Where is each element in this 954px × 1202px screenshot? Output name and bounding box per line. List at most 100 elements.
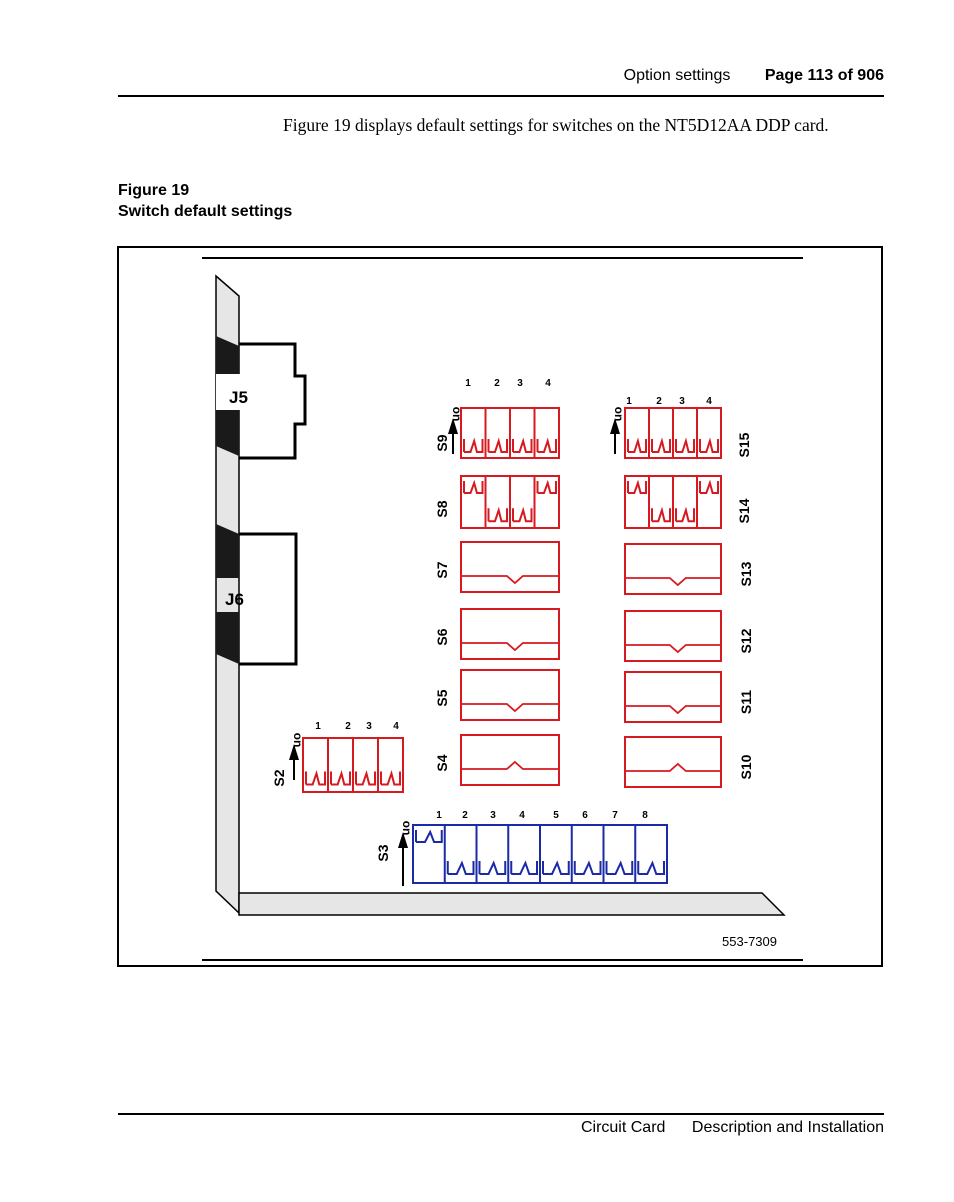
s5-switch-body (460, 669, 560, 721)
s2-switch-toggle-3 (355, 770, 376, 786)
s4-switch-body (460, 734, 560, 786)
s11-switch-slider (625, 705, 721, 715)
figure-title: Switch default settings (118, 203, 293, 220)
j5-connector-outline (239, 342, 307, 460)
s11-switch-body (624, 671, 722, 723)
s6-switch-slider (461, 642, 559, 652)
section-title: Option settings (623, 67, 731, 84)
s3-position-6: 6 (582, 810, 588, 821)
s14-switch-toggle-1 (627, 479, 647, 494)
page-footer: Circuit Card Description and Installatio… (581, 1119, 884, 1137)
page-header: Option settings Page 113 of 906 (624, 67, 884, 85)
s7-switch-slider (461, 575, 559, 585)
s9-switch-toggle-1 (463, 437, 484, 453)
s14-switch-toggle-4 (699, 479, 719, 494)
s5-label: S5 (434, 689, 450, 706)
s3-switch-toggle-3 (478, 860, 507, 875)
s15-label: S15 (736, 432, 752, 457)
s4-switch-slider (461, 760, 559, 770)
s13-switch-slider (625, 577, 721, 587)
s15-position-4: 4 (706, 396, 712, 407)
j6-pin-block-bottom (216, 612, 239, 664)
j5-label: J5 (229, 388, 248, 407)
j5-label-bg (216, 374, 242, 410)
s2-switch-toggle-4 (380, 770, 401, 786)
s10-switch-body (624, 736, 722, 788)
s9-switch-toggle-3 (512, 437, 533, 453)
s2-position-3: 3 (366, 721, 372, 732)
s15-on-arrow-head (610, 418, 620, 434)
s3-label: S3 (375, 844, 391, 861)
s15-switch-toggle-2 (651, 437, 671, 453)
s9-position-3: 3 (517, 378, 523, 389)
s3-switch-toggle-7 (605, 860, 634, 875)
s9-position-2: 2 (494, 378, 500, 389)
s3-switch-toggle-5 (542, 860, 570, 875)
s15-on-label: on (612, 407, 626, 422)
s3-position-7: 7 (612, 810, 618, 821)
footer-rule (118, 1113, 884, 1115)
board-bottom-edge (238, 892, 786, 916)
s10-switch-slider (625, 762, 721, 772)
s12-switch-body (624, 610, 722, 662)
s3-on-label: on (400, 821, 414, 836)
s5-switch-slider (461, 703, 559, 713)
s9-on-arrow-head (448, 418, 458, 434)
s8-label: S8 (434, 500, 450, 517)
footer-right: Description and Installation (691, 1119, 884, 1136)
s2-switch-toggle-1 (305, 770, 326, 786)
s3-position-4: 4 (519, 810, 525, 821)
s11-label: S11 (738, 690, 754, 714)
s2-on-arrow-head (289, 744, 299, 760)
s14-label: S14 (736, 498, 752, 523)
s7-switch-body (460, 541, 560, 593)
s4-label: S4 (434, 754, 450, 771)
s15-switch-toggle-1 (627, 437, 647, 453)
s15-position-1: 1 (626, 396, 632, 407)
s9-switch-toggle-4 (536, 437, 557, 453)
drawing-id: 553-7309 (722, 934, 777, 949)
s3-switch-toggle-8 (637, 860, 665, 875)
intro-paragraph: Figure 19 displays default settings for … (283, 115, 829, 135)
figure-caption: Figure 19 Switch default settings (118, 180, 292, 222)
s9-position-1: 1 (465, 378, 471, 389)
s2-position-2: 2 (345, 721, 351, 732)
s14-switch-toggle-3 (675, 506, 695, 523)
s2-position-1: 1 (315, 721, 321, 732)
s12-switch-slider (625, 644, 721, 654)
s3-switch-toggle-2 (446, 860, 475, 875)
s13-switch-body (624, 543, 722, 595)
s3-position-2: 2 (462, 810, 468, 821)
s3-switch-toggle-4 (510, 860, 538, 875)
s2-on-label: on (291, 733, 305, 748)
s10-label: S10 (738, 754, 754, 779)
s9-position-4: 4 (545, 378, 551, 389)
j6-pin-block-top (216, 524, 239, 578)
s15-switch-toggle-4 (699, 437, 719, 453)
figure-number: Figure 19 (118, 182, 190, 199)
header-rule (118, 95, 884, 97)
s8-switch-toggle-4 (536, 479, 557, 494)
s3-position-3: 3 (490, 810, 496, 821)
j6-connector-outline (239, 532, 298, 666)
s2-label: S2 (271, 769, 287, 786)
s9-switch-toggle-2 (487, 437, 508, 453)
s2-position-4: 4 (393, 721, 399, 732)
s13-label: S13 (738, 561, 754, 586)
s3-switch-toggle-6 (573, 860, 602, 875)
s8-switch-toggle-1 (463, 479, 484, 494)
s3-position-1: 1 (436, 810, 442, 821)
s6-switch-body (460, 608, 560, 660)
page-number: Page 113 of 906 (764, 67, 884, 84)
s3-position-5: 5 (553, 810, 559, 821)
s2-switch-toggle-2 (330, 770, 351, 786)
footer-left: Circuit Card (580, 1119, 666, 1136)
s3-on-arrow-head (398, 832, 408, 848)
s8-switch-toggle-3 (512, 506, 533, 523)
s14-switch-toggle-2 (651, 506, 671, 523)
s15-position-2: 2 (656, 396, 662, 407)
s8-switch-toggle-2 (487, 506, 508, 523)
